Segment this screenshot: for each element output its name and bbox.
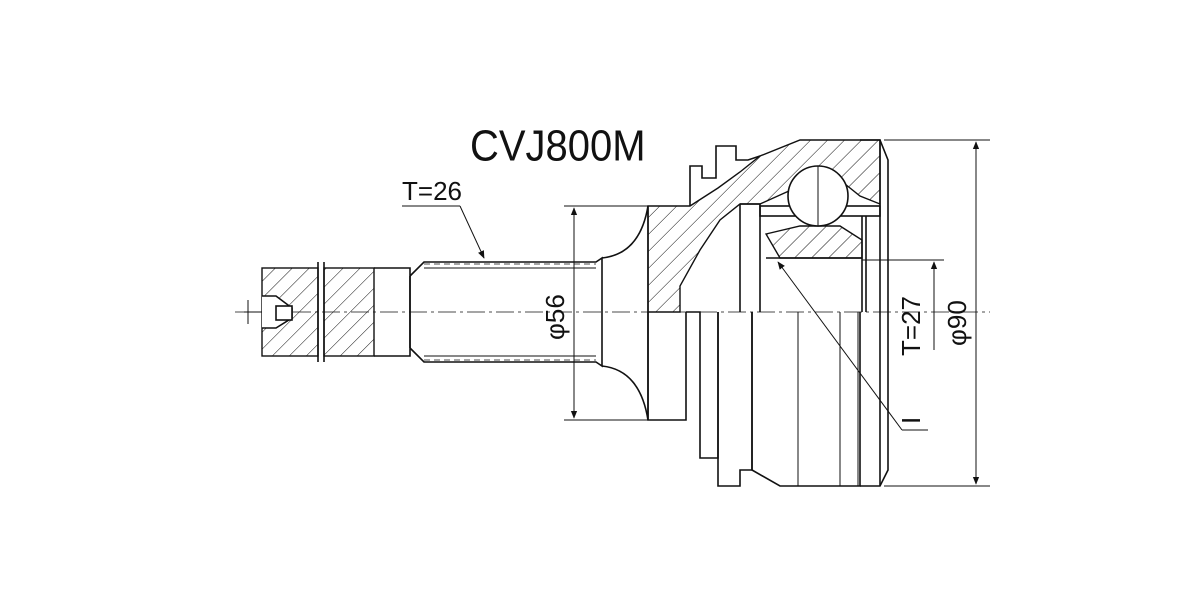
flange-neck (601, 205, 649, 421)
part-number-title: CVJ800M (470, 121, 646, 170)
outer-diameter-label: φ90 (942, 300, 972, 346)
dimension-left-spline: T=26 (402, 176, 485, 259)
left-spline-label: T=26 (402, 176, 462, 206)
dimension-outer-diameter: φ90 (884, 139, 990, 487)
callout-leader: I (777, 261, 928, 431)
callout-marker: I (896, 417, 926, 424)
spline-shaft (409, 256, 603, 368)
dimension-right-spline: T=27 (862, 259, 944, 356)
inner-race (739, 165, 881, 312)
stub-end (244, 262, 411, 362)
dimension-shaft-diameter: φ56 (540, 205, 650, 421)
shaft-diameter-label: φ56 (540, 294, 570, 340)
right-spline-label: T=27 (896, 296, 926, 356)
outer-housing (647, 139, 889, 487)
